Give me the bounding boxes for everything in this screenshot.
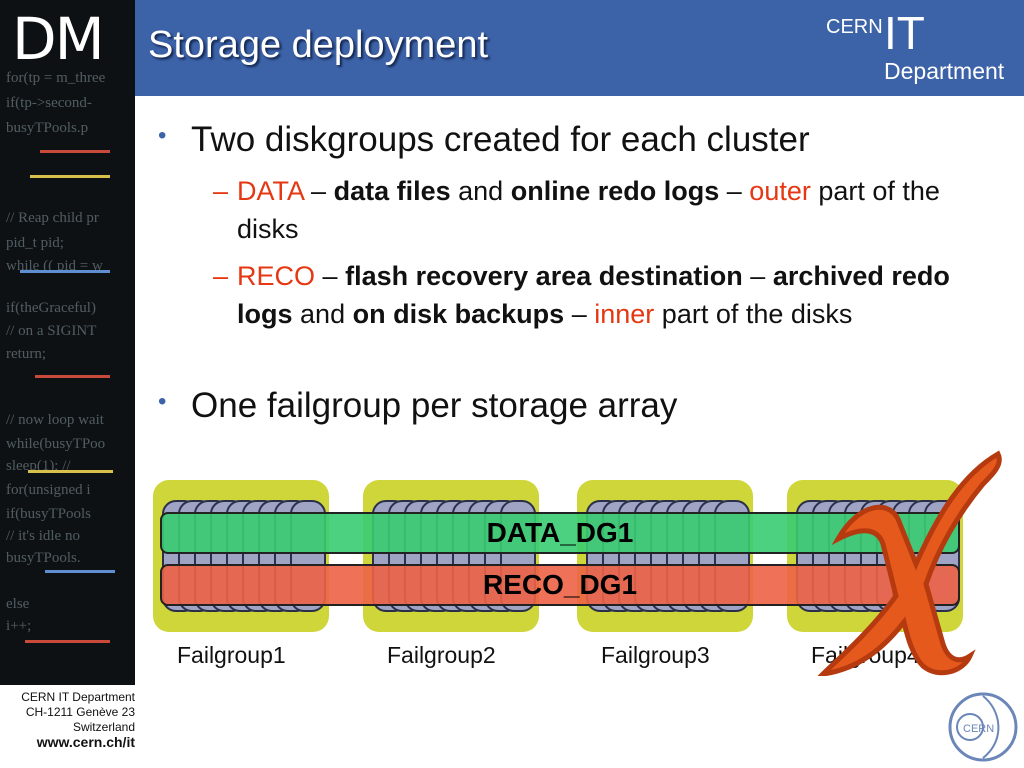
- logo-department-text: Department: [884, 58, 1005, 84]
- logo-it-text: IT: [884, 7, 925, 59]
- failgroup-label: Failgroup3: [601, 642, 710, 668]
- cern-it-department-logo: CERN IT Department: [826, 7, 1016, 88]
- svg-text:CERN: CERN: [963, 723, 994, 735]
- storage-diagram: DATA_DG1 RECO_DG1 Failgroup1 Failgroup2 …: [150, 440, 1002, 680]
- logo-cern-text: CERN: [826, 16, 883, 38]
- footer-url-link[interactable]: www.cern.ch/it: [36, 734, 135, 750]
- bullet-dot-icon: •: [158, 388, 167, 415]
- failure-x-icon: [817, 450, 1002, 676]
- failgroup-label: Failgroup2: [387, 642, 496, 668]
- sub-bullet-reco: – RECO – flash recovery area destination…: [213, 261, 950, 329]
- diskgroup-band-reco: RECO_DG1: [160, 564, 960, 606]
- diskgroup-band-data: DATA_DG1: [160, 512, 960, 554]
- sidebar-photo: for(tp = m_three if(tp->second- busyTPoo…: [0, 0, 135, 685]
- sub-bullet-data: – DATA – data files and online redo logs…: [213, 176, 940, 244]
- footer-address: CERN IT Department CH-1211 Genève 23 Swi…: [0, 690, 135, 750]
- failgroup-label: Failgroup1: [177, 642, 286, 668]
- header-bar: Storage deployment CERN IT Department: [135, 0, 1024, 96]
- cern-logo-icon: CERN: [948, 692, 1018, 762]
- dm-logo: DM: [12, 5, 105, 73]
- page-title: Storage deployment: [148, 24, 489, 66]
- bullet-dot-icon: •: [158, 122, 167, 149]
